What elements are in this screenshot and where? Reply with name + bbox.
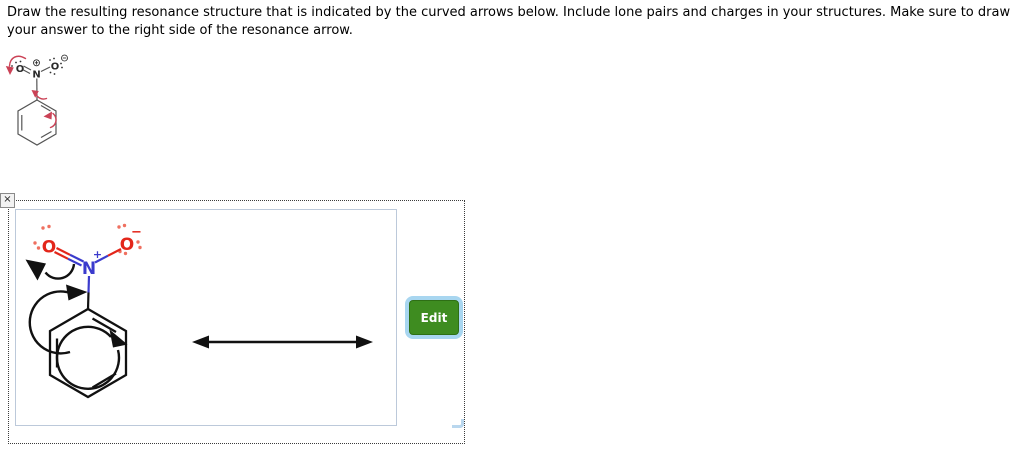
reference-plus-charge-icon bbox=[33, 59, 40, 67]
reference-minus-charge-icon bbox=[61, 54, 68, 62]
reference-atom-n: N bbox=[32, 70, 40, 81]
nitro-group-bonds bbox=[54, 247, 122, 310]
resonance-arrow bbox=[192, 335, 373, 349]
close-button[interactable]: × bbox=[0, 193, 15, 208]
reference-atom-o-right: O bbox=[51, 62, 60, 73]
instruction-line-2: your answer to the right side of the res… bbox=[7, 22, 353, 38]
structure-drawing: O N O + − bbox=[25, 223, 373, 399]
curved-arrow-no-to-o bbox=[25, 259, 76, 281]
reference-structure-image: O N O bbox=[5, 54, 68, 146]
n-plus-charge: + bbox=[93, 248, 102, 261]
lone-pair-dots bbox=[33, 223, 142, 256]
atom-o-right: O bbox=[120, 235, 134, 255]
instruction-text: Draw the resulting resonance structure t… bbox=[7, 4, 1021, 39]
o-minus-charge: − bbox=[131, 225, 142, 240]
reference-curved-arrows bbox=[5, 55, 57, 129]
edit-button[interactable]: Edit bbox=[409, 300, 459, 335]
atom-labels: O N O + − bbox=[42, 225, 142, 279]
atom-n: N bbox=[82, 259, 96, 279]
curved-arrow-ring-to-cn-bond bbox=[28, 284, 88, 355]
instruction-line-1: Draw the resulting resonance structure t… bbox=[7, 5, 1011, 20]
curved-arrow-inside-ring bbox=[55, 325, 128, 390]
resize-grip[interactable] bbox=[452, 419, 464, 428]
reference-atom-o-left: O bbox=[16, 64, 25, 75]
structure-canvas bbox=[15, 209, 397, 426]
atom-o-left: O bbox=[42, 238, 56, 258]
reference-benzene-ring bbox=[17, 99, 57, 146]
reference-atom-labels: O N O bbox=[16, 62, 60, 81]
